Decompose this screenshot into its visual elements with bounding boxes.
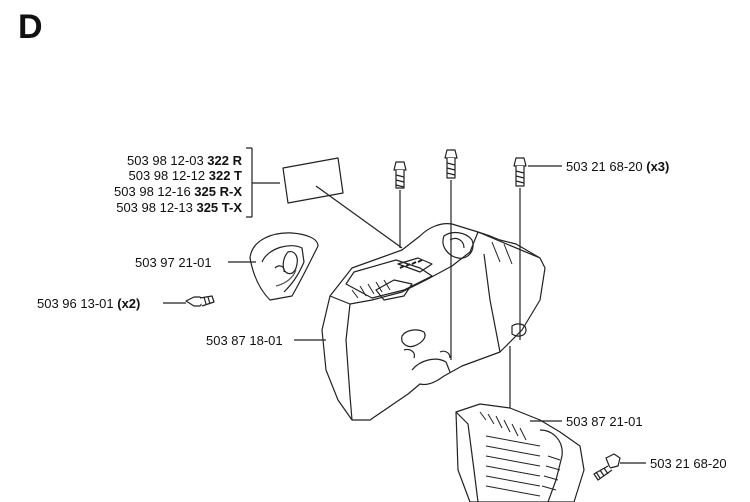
cylinder-cover-part — [455, 403, 585, 502]
decal-label-2: 503 98 12-12 322 T — [128, 168, 243, 183]
section-letter: D — [18, 8, 43, 46]
engine-cover-part — [321, 223, 546, 421]
decal-label-1: 503 98 12-03 322 R — [127, 153, 242, 168]
top-screw-3-part — [513, 157, 527, 187]
decal-label-3: 503 98 12-16 325 R-X — [114, 184, 242, 199]
small-screw-part — [185, 295, 215, 307]
decal-bracket — [246, 147, 280, 218]
engine-cover-label: 503 87 18-01 — [206, 333, 283, 348]
decal-leader — [315, 185, 403, 249]
top-screw-label: 503 21 68-20 (x3) — [566, 159, 670, 174]
decal-sticker — [282, 157, 344, 204]
air-filter-cover-label: 503 97 21-01 — [135, 255, 212, 270]
air-filter-cover-part — [249, 232, 319, 301]
cylinder-cover-label: 503 87 21-01 — [566, 414, 643, 429]
decal-label-4: 503 98 12-13 325 T-X — [116, 200, 242, 215]
small-screw-label: 503 96 13-01 (x2) — [37, 296, 141, 311]
bottom-screw-part — [593, 453, 621, 481]
top-screw-1-part — [393, 161, 407, 189]
top-screw-2-part — [444, 149, 458, 179]
bottom-screw-label: 503 21 68-20 — [650, 456, 727, 471]
